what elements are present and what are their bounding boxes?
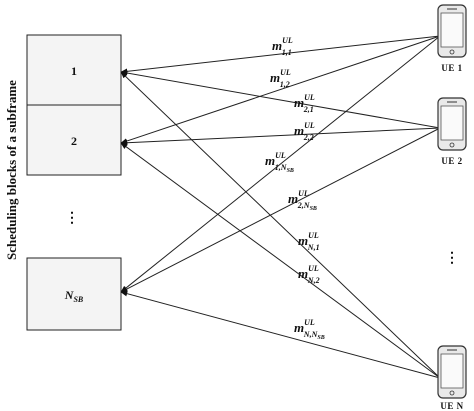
link-ue1-blocknsb — [120, 35, 441, 293]
uen-phone-icon — [437, 345, 467, 399]
block-label-nsb: NSB — [64, 288, 84, 304]
block-label-2: 2 — [71, 134, 77, 148]
link-ue2-blocknsb — [120, 127, 441, 293]
uen-label: UE N — [440, 401, 463, 411]
ue2-label: UE 2 — [441, 156, 462, 166]
link-ue2-block2 — [120, 127, 441, 146]
block-label-1: 1 — [71, 64, 77, 78]
block-ellipsis: ⋮ — [65, 211, 79, 226]
link-ue1-block2 — [120, 35, 441, 144]
scheduling-block-2 — [26, 104, 122, 176]
link-uen-block1 — [120, 71, 441, 379]
scheduling-block-nsb — [26, 257, 122, 331]
axis-title: Scheduling blocks of a subframe — [4, 80, 19, 260]
connection-lines — [120, 35, 441, 379]
scheduling-block-stack — [26, 34, 122, 331]
ue1-phone-icon — [437, 4, 467, 58]
link-ue2-block1 — [120, 70, 441, 129]
scheduling-block-1 — [26, 34, 122, 106]
link-ue1-block1 — [120, 35, 441, 75]
ue1-label: UE 1 — [441, 63, 462, 73]
link-uen-blocknsb — [120, 290, 441, 379]
ue2-phone-icon — [437, 97, 467, 151]
ue-ellipsis: ⋮ — [445, 251, 459, 266]
link-uen-block2 — [120, 142, 441, 379]
